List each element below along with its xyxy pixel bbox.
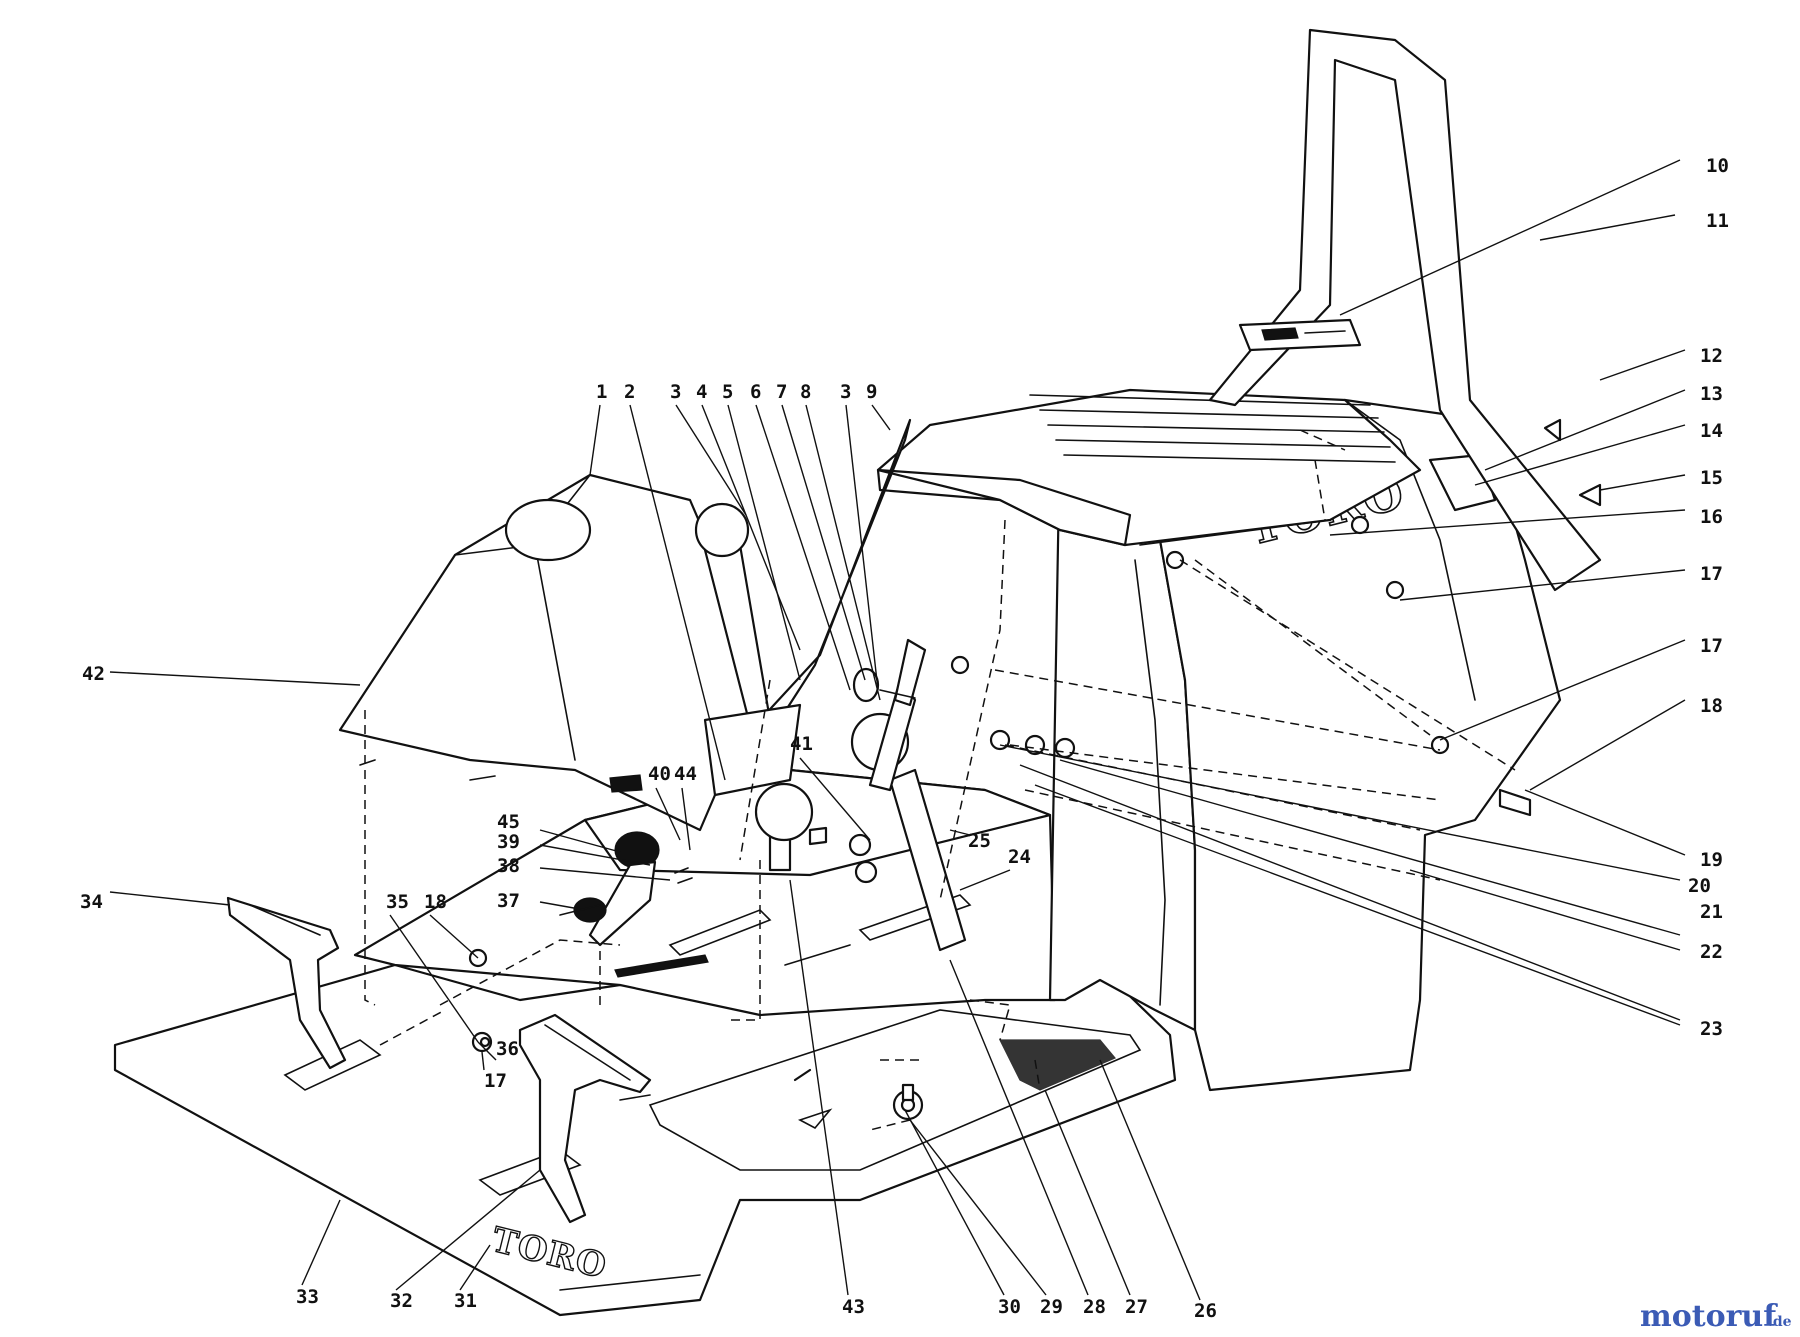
callout-14: 14 [1700,420,1723,442]
callout-43: 43 [842,1296,865,1318]
choke-spring [559,897,607,923]
watermark-logo: motoruf .de [1640,1299,1792,1334]
callout-9: 9 [866,381,877,403]
callout-22: 22 [1700,941,1723,963]
callout-33: 33 [296,1286,319,1308]
callout-18a: 18 [1700,695,1723,717]
callout-42: 42 [82,663,105,685]
watermark-suffix: .de [1768,1314,1792,1330]
callout-4: 4 [696,381,707,403]
callout-17b: 17 [1700,635,1723,657]
callout-13: 13 [1700,383,1723,405]
callout-37: 37 [497,890,520,912]
callout-3: 3 [670,381,681,403]
callout-8: 8 [800,381,811,403]
callout-7: 7 [776,381,787,403]
callout-6: 6 [750,381,761,403]
callout-35: 35 [386,891,409,913]
callout-32: 32 [390,1290,413,1312]
callout-39: 39 [497,831,520,853]
callout-17a: 17 [1700,563,1723,585]
callout-5: 5 [722,381,733,403]
brake-pedal [518,1013,652,1224]
small-knob [852,667,916,703]
leader-lines [109,159,1686,1026]
hardware [468,418,1602,1121]
watermark-text: motoruf [1640,1299,1778,1334]
callout-25: 25 [968,830,991,852]
choke-knob [588,831,660,947]
callout-45: 45 [497,811,520,833]
clutch-pedal [226,896,347,1070]
assembly-lines [364,429,1516,1131]
callout-41: 41 [790,733,813,755]
hitch-lever-frame [703,418,912,797]
callout-19: 19 [1700,849,1723,871]
callout-15: 15 [1700,467,1723,489]
callout-2: 2 [624,381,635,403]
callout-24: 24 [1008,846,1031,868]
seat-cushion [876,388,1422,547]
callout-27: 27 [1125,1296,1148,1318]
roll-bar [1208,28,1602,592]
callout-labels: 1 2 3 4 5 6 7 8 3 9 10 11 12 13 14 15 16… [80,155,1729,1322]
callout-12: 12 [1700,345,1723,367]
callout-17c: 17 [484,1070,507,1092]
callout-44: 44 [674,763,697,785]
callout-31: 31 [454,1290,477,1312]
shift-lever-left [694,502,772,727]
callout-38: 38 [497,855,520,877]
callout-11: 11 [1706,210,1729,232]
throttle-lever [850,638,967,952]
callout-16: 16 [1700,506,1723,528]
callout-10: 10 [1706,155,1729,177]
fuel-tank-cover [338,473,762,832]
leader-lines-top [301,404,1201,1301]
callout-34: 34 [80,891,103,913]
callout-3b: 3 [840,381,851,403]
callout-28: 28 [1083,1296,1106,1318]
callout-21: 21 [1700,901,1723,923]
callout-20: 20 [1688,875,1711,897]
callout-30: 30 [998,1296,1021,1318]
shift-lever-center [730,782,814,1021]
callout-29: 29 [1040,1296,1063,1318]
callout-26: 26 [1194,1300,1217,1322]
callout-23: 23 [1700,1018,1723,1040]
callout-1: 1 [596,381,607,403]
callout-18b: 18 [424,891,447,913]
callout-36: 36 [496,1038,519,1060]
callout-40: 40 [648,763,671,785]
